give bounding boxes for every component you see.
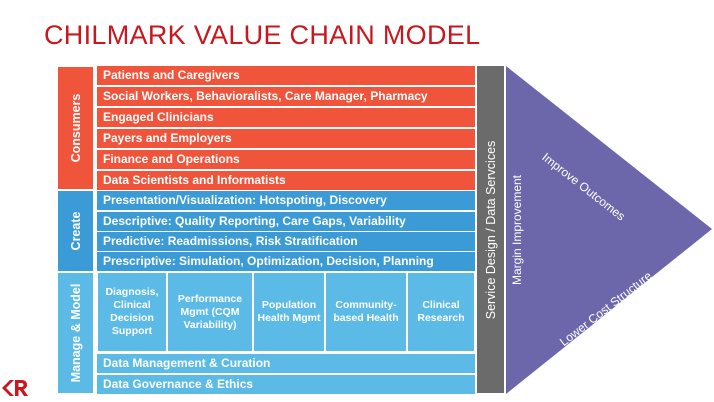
manage-cell: Community-based Health	[325, 272, 407, 352]
consumer-row: Patients and Caregivers	[97, 66, 475, 85]
consumer-row: Engaged Clinicians	[97, 108, 475, 127]
consumer-row: Data Scientists and Informatists	[97, 171, 475, 190]
manage-row: Data Management & Curation	[97, 354, 475, 373]
create-row: Predictive: Readmissions, Risk Stratific…	[97, 232, 475, 251]
manage-cell: Clinical Research	[407, 272, 475, 352]
manage-row: Data Governance & Ethics	[97, 375, 475, 394]
manage-section-label: Manage & Model	[57, 272, 94, 394]
page-title: CHILMARK VALUE CHAIN MODEL	[44, 20, 481, 50]
service-design-bar: Service Design / Data Servcices	[477, 66, 504, 393]
create-row: Presentation/Visualization: Hotspoting, …	[97, 191, 475, 210]
create-section-label: Create	[57, 190, 94, 272]
manage-cell: Population Health Mgmt	[253, 272, 325, 352]
manage-cell: Diagnosis, Clinical Decision Support	[97, 272, 167, 352]
create-row: Prescriptive: Simulation, Optimization, …	[97, 252, 475, 271]
consumer-row: Finance and Operations	[97, 150, 475, 169]
consumer-row: Payers and Employers	[97, 129, 475, 148]
consumer-row: Social Workers, Behavioralists, Care Man…	[97, 87, 475, 106]
chilmark-logo-icon	[2, 380, 28, 396]
create-row: Descriptive: Quality Reporting, Care Gap…	[97, 212, 475, 231]
triangle-shape	[506, 66, 712, 394]
margin-improvement-label: Margin Improvement	[510, 174, 524, 286]
manage-cell: Performance Mgmt (CQM Variability)	[167, 272, 253, 352]
consumers-section-label: Consumers	[57, 66, 94, 190]
